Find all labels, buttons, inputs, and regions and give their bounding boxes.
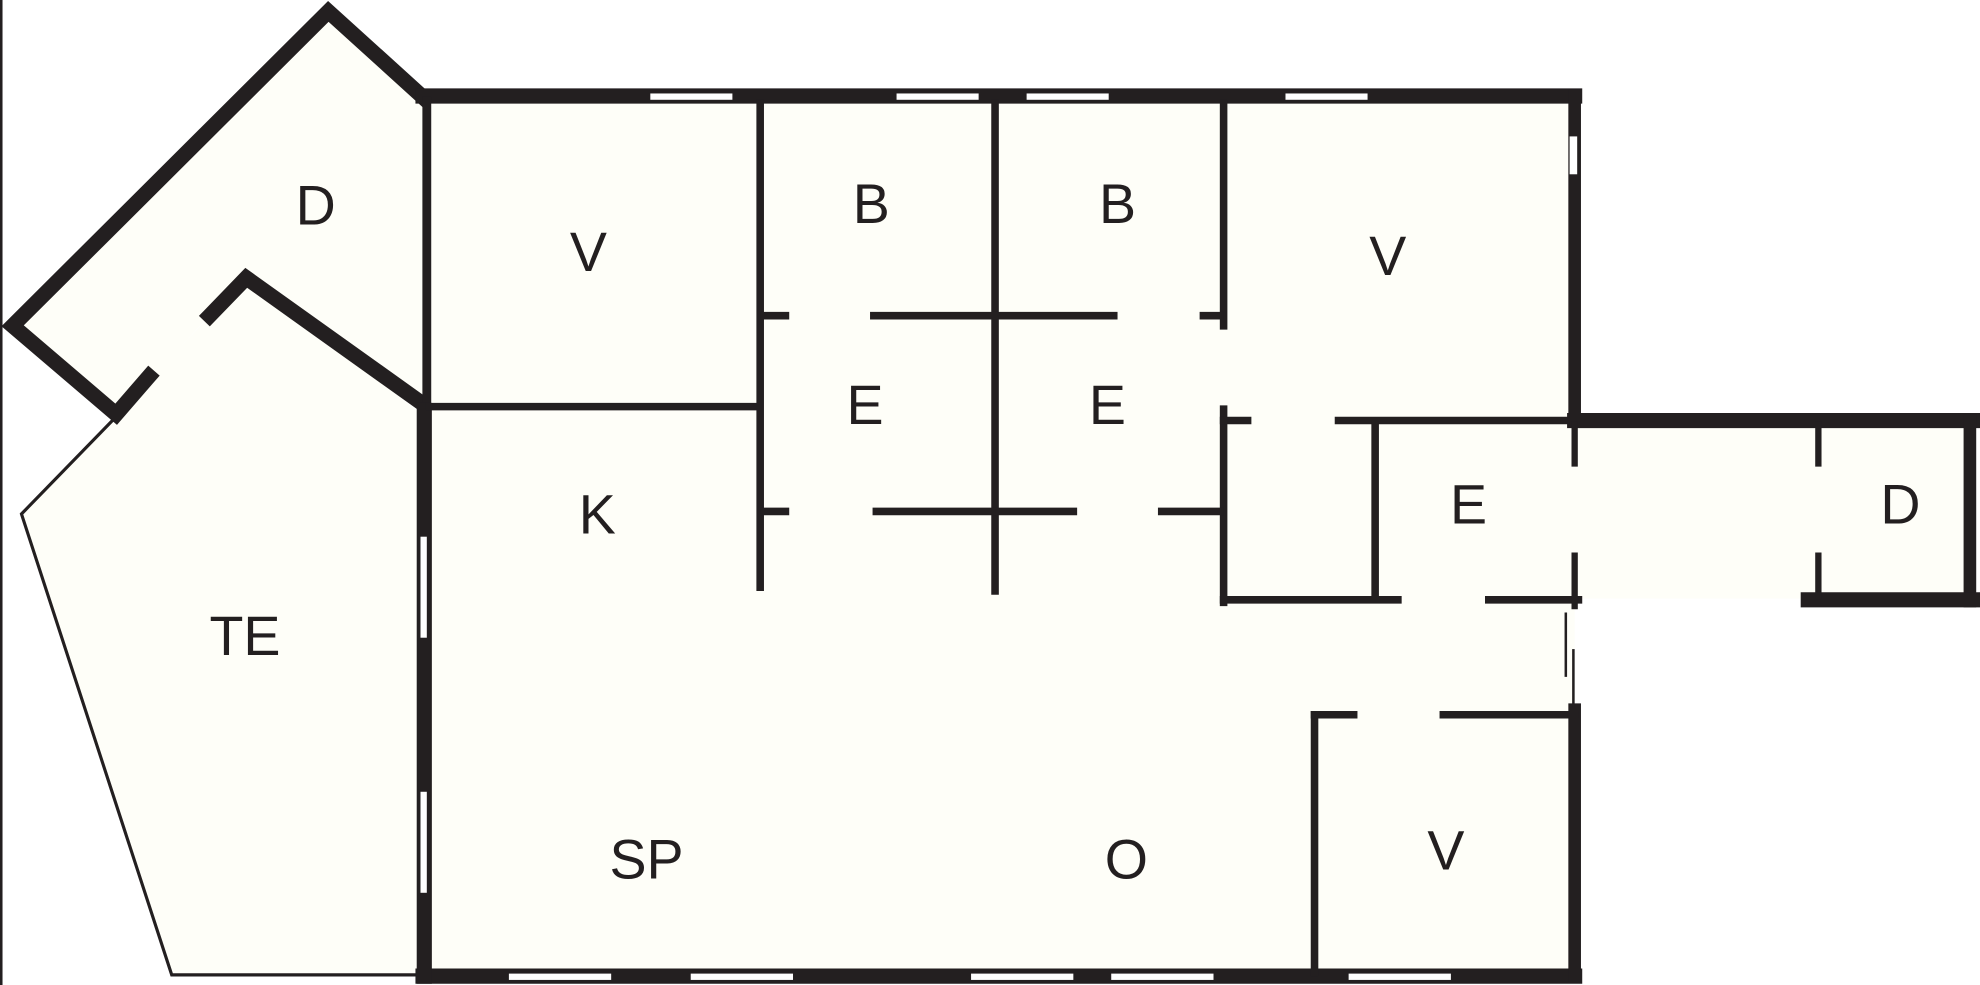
label-b-1: B [853,173,890,235]
wall-d-wing-inner [198,267,434,415]
label-o: O [1105,828,1148,890]
label-e-3: E [1450,474,1487,536]
room-small [1223,420,1575,603]
wall-d-wing [1,0,434,425]
walls [415,88,1980,984]
terrace-outline [19,417,419,977]
windows [420,93,1578,980]
label-e-1: E [846,374,883,436]
label-d-annex: D [1880,474,1920,536]
room-d-wing [6,6,424,417]
label-v-top-right: V [1369,225,1406,287]
label-d-wing: D [296,174,336,236]
label-v-top-left: V [570,221,607,283]
room-labels: D V B B V E E E D K TE SP O V [209,173,1920,890]
label-v-bottom-right: V [1427,820,1464,882]
label-e-2: E [1089,374,1126,436]
label-k: K [579,484,616,546]
label-te: TE [209,605,280,667]
room-te [21,277,417,975]
label-b-2: B [1099,173,1136,235]
label-sp: SP [609,828,683,890]
room-annex [1574,421,1973,599]
